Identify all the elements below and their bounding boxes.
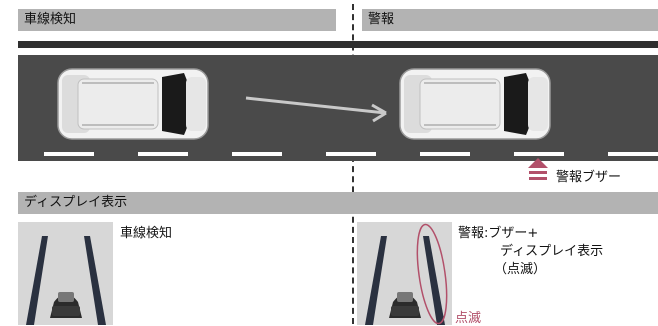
lane-detect-header-text: 車線検知 [24, 12, 77, 27]
warning-header: 警報 [362, 9, 658, 31]
display-header: ディスプレイ表示 [18, 192, 658, 214]
warning-header-text: 警報 [368, 12, 395, 27]
road-illustration [57, 68, 551, 140]
arrow-icon [245, 96, 387, 123]
lane-dash [232, 152, 282, 156]
section-divider [352, 4, 354, 324]
car-rear-icon [50, 292, 82, 318]
warning-display-thumbnail [357, 222, 452, 325]
blink-highlight-ellipse [416, 223, 448, 325]
lane-dash [44, 152, 94, 156]
buzzer-icon [528, 158, 548, 180]
display-right-line2: ディスプレイ表示 [500, 244, 604, 259]
car-right-icon [399, 68, 551, 140]
lane-dash [326, 152, 376, 156]
lane-detect-header: 車線検知 [18, 9, 336, 31]
blink-label: 点滅 [455, 311, 482, 326]
car-left-icon [57, 68, 209, 140]
display-right-line1: 警報:ブザー+ [458, 226, 539, 241]
lane-dash [138, 152, 188, 156]
lane-dash [608, 152, 658, 156]
road [18, 55, 658, 161]
lane-detect-display-thumbnail [18, 222, 113, 325]
display-right-line3: （点滅） [494, 262, 547, 277]
lane-dash [420, 152, 470, 156]
road-top-edge [18, 41, 658, 48]
display-left-label: 車線検知 [120, 226, 173, 241]
display-header-text: ディスプレイ表示 [24, 195, 128, 210]
buzzer-label: 警報ブザー [556, 170, 622, 185]
lane-dash [514, 152, 564, 156]
